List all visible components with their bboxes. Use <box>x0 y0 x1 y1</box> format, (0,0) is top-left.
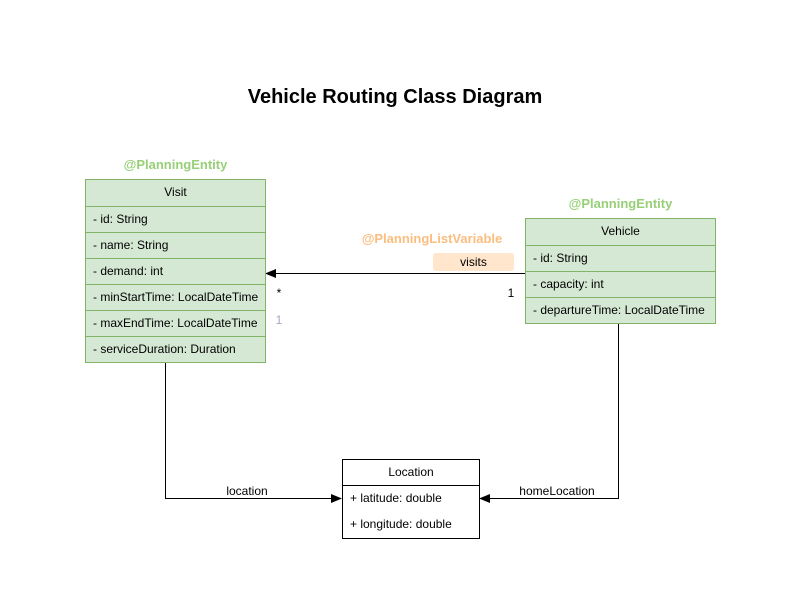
class-visit-attribute: - name: String <box>86 232 265 258</box>
visits-label: visits <box>433 253 514 271</box>
class-location-header: Location <box>388 465 434 479</box>
home-location-label: homeLocation <box>510 484 604 498</box>
location-arrow-line <box>165 361 331 499</box>
multiplicity-one: 1 <box>507 286 515 300</box>
class-vehicle-attribute: - id: String <box>526 245 715 271</box>
multiplicity-one-secondary: 1 <box>275 313 283 327</box>
home-location-arrowhead <box>479 494 490 503</box>
class-location-body: + latitude: double + longitude: double <box>343 485 479 538</box>
class-visit-attribute: - id: String <box>86 206 265 232</box>
class-visit-attribute: - minStartTime: LocalDateTime <box>86 284 265 310</box>
vehicle-planning-entity-annotation: @PlanningEntity <box>568 196 673 211</box>
class-location-attribute: + longitude: double <box>350 517 452 531</box>
class-vehicle-attribute: - departureTime: LocalDateTime <box>526 297 715 323</box>
home-location-arrow-line <box>490 322 619 499</box>
visits-arrowhead <box>265 269 276 278</box>
visit-planning-entity-annotation: @PlanningEntity <box>123 157 228 172</box>
planning-list-variable-annotation: @PlanningListVariable <box>361 231 503 246</box>
class-visit-attribute: - serviceDuration: Duration <box>86 336 265 362</box>
class-vehicle-attribute: - capacity: int <box>526 271 715 297</box>
multiplicity-star: * <box>276 286 282 300</box>
class-location-attribute: + latitude: double <box>350 491 442 505</box>
class-location: Location + latitude: double + longitude:… <box>342 459 480 539</box>
diagram-title: Vehicle Routing Class Diagram <box>247 86 543 108</box>
class-visit: Visit - id: String - name: String - dema… <box>85 179 266 363</box>
location-label: location <box>203 484 291 498</box>
class-visit-header: Visit <box>164 185 187 199</box>
class-visit-attribute: - demand: int <box>86 258 265 284</box>
class-vehicle: Vehicle - id: String - capacity: int - d… <box>525 218 716 324</box>
class-visit-attribute: - maxEndTime: LocalDateTime <box>86 310 265 336</box>
class-vehicle-header: Vehicle <box>601 224 640 238</box>
location-arrowhead <box>331 494 342 503</box>
